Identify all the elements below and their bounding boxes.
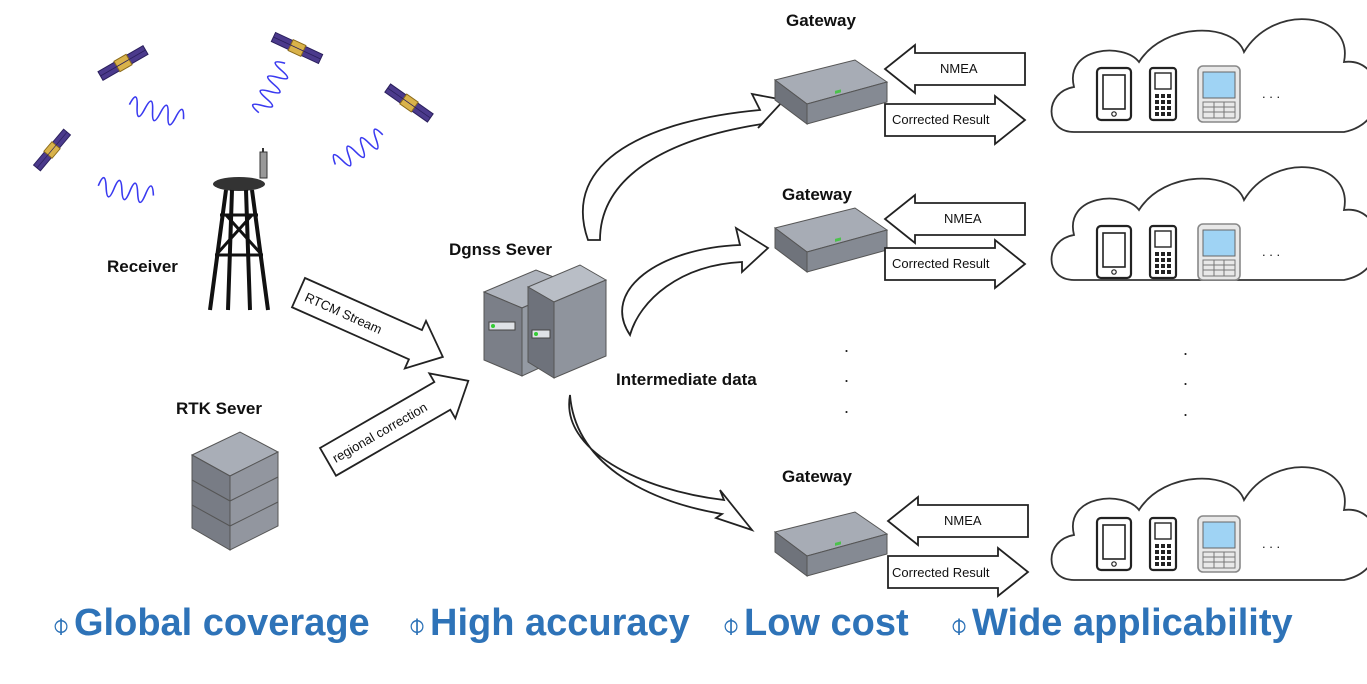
satellite-icon: [96, 44, 150, 82]
signal-wave-icon: [95, 176, 156, 206]
rtk-server-label: RTK Sever: [176, 399, 262, 418]
nmea-label-1: NMEA: [940, 61, 978, 76]
feature-phone-icon: [1148, 66, 1178, 122]
devices-ellipsis-3: . . .: [1262, 536, 1280, 551]
feature-low-cost: ⌽Low cost: [722, 602, 909, 644]
regional-correction-arrow: regional correction: [318, 372, 470, 477]
intermediate-data-label: Intermediate data: [616, 370, 757, 389]
phi-symbol-icon: ⌽: [408, 609, 426, 642]
curved-arrow-bottom: [568, 394, 755, 532]
server-rack-icon: [482, 264, 608, 379]
svg-text:.: .: [1183, 400, 1188, 420]
smartphone-icon: [1197, 223, 1241, 281]
vertical-ellipsis-center: ...: [844, 336, 849, 417]
curved-arrow-top: [582, 92, 786, 241]
nmea-label-3: NMEA: [944, 513, 982, 528]
gateway-label-2: Gateway: [782, 185, 852, 204]
satellite-icon: [383, 82, 435, 124]
signal-wave-icon: [329, 126, 389, 173]
feature-global-coverage: ⌽Global coverage: [52, 602, 370, 644]
devices-ellipsis-2: . . .: [1262, 244, 1280, 259]
curved-arrow-middle: [621, 226, 770, 338]
satellite-icon: [270, 31, 324, 65]
devices-ellipsis-1: . . .: [1262, 86, 1280, 101]
gateway-label-3: Gateway: [782, 467, 852, 486]
tablet-icon: [1095, 66, 1133, 122]
gateway-icon: [774, 59, 888, 125]
svg-text:.: .: [844, 336, 849, 356]
smartphone-icon: [1197, 65, 1241, 123]
tablet-icon: [1095, 516, 1133, 572]
gateway-label-1: Gateway: [786, 11, 856, 30]
feature-high-accuracy: ⌽High accuracy: [408, 602, 690, 644]
vertical-ellipsis-right: ...: [1183, 339, 1188, 420]
phi-symbol-icon: ⌽: [52, 609, 70, 642]
satellite-icon: [32, 128, 72, 172]
gateway-icon: [774, 207, 888, 273]
corrected-result-label-2: Corrected Result: [892, 256, 990, 271]
dgnss-server-label: Dgnss Sever: [449, 240, 552, 259]
corrected-result-label-1: Corrected Result: [892, 112, 990, 127]
tablet-icon: [1095, 224, 1133, 280]
corrected-result-label-3: Corrected Result: [892, 565, 990, 580]
regional-correction-label: regional correction: [330, 399, 430, 465]
gateway-icon: [774, 511, 888, 577]
rtcm-stream-arrow: RTCM Stream: [290, 276, 445, 370]
signal-wave-icon: [250, 58, 294, 118]
feature-phone-icon: [1148, 224, 1178, 280]
smartphone-icon: [1197, 515, 1241, 573]
antenna-tower-icon: [208, 148, 270, 311]
nmea-label-2: NMEA: [944, 211, 982, 226]
feature-list: ⌽Global coverage ⌽High accuracy ⌽Low cos…: [0, 602, 1367, 662]
svg-text:.: .: [1183, 369, 1188, 389]
feature-wide-applicability: ⌽Wide applicability: [950, 602, 1293, 644]
phi-symbol-icon: ⌽: [722, 609, 740, 642]
svg-text:.: .: [844, 366, 849, 386]
svg-text:.: .: [844, 397, 849, 417]
phi-symbol-icon: ⌽: [950, 609, 968, 642]
svg-text:.: .: [1183, 339, 1188, 359]
rtk-server-icon: [190, 431, 280, 551]
feature-phone-icon: [1148, 516, 1178, 572]
signal-wave-icon: [126, 95, 187, 129]
receiver-label: Receiver: [107, 257, 178, 276]
